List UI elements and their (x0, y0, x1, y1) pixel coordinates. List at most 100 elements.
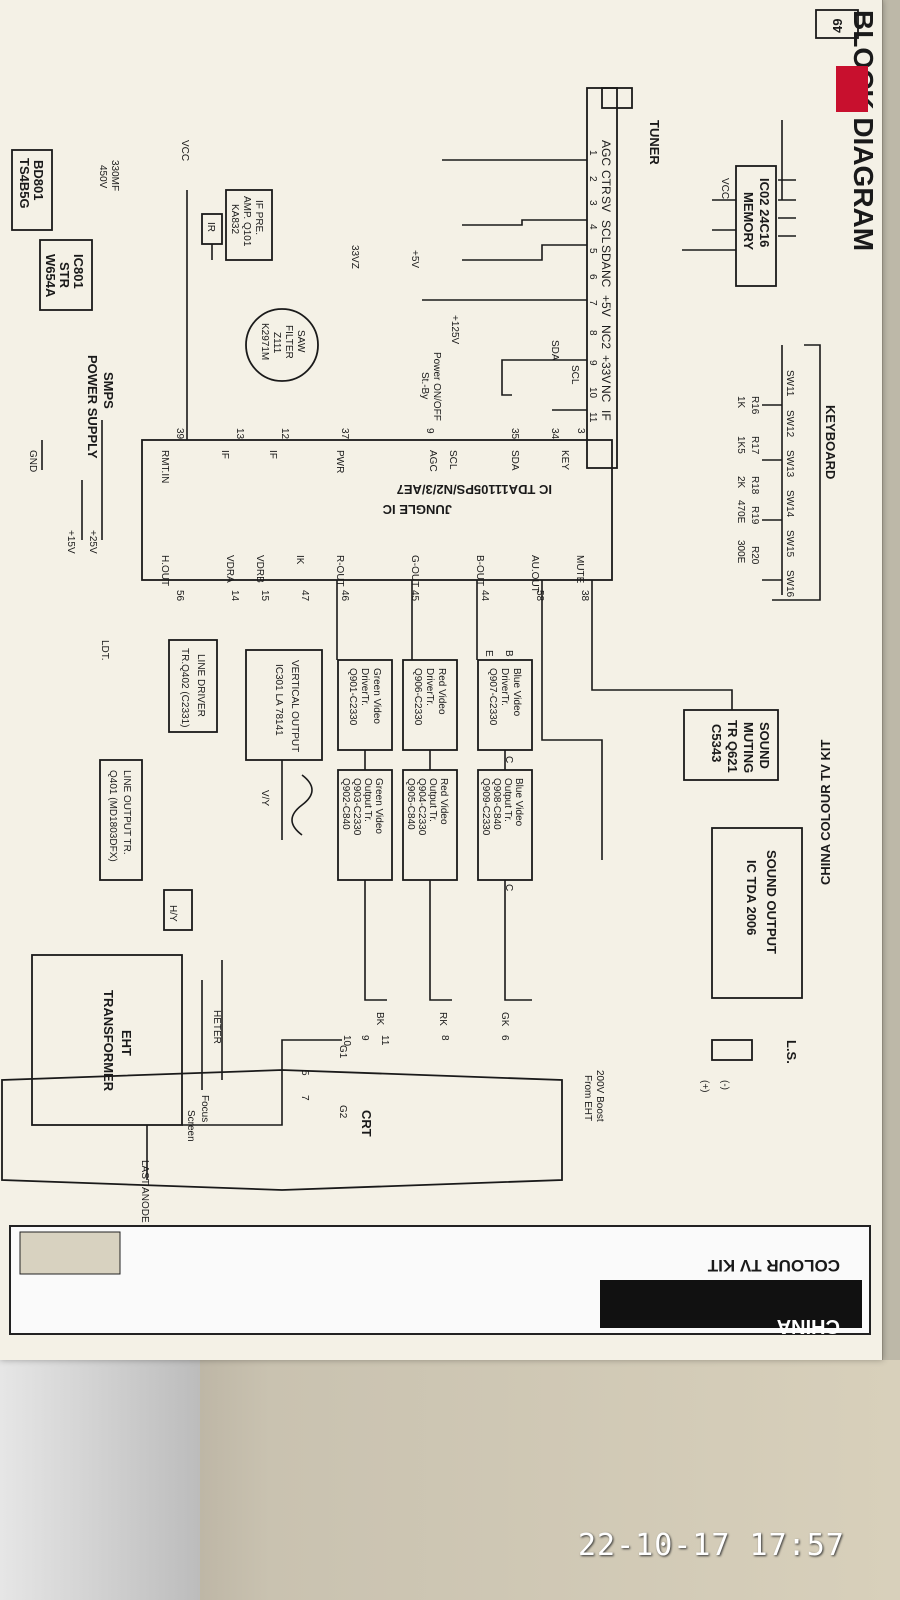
driver-red: Red Video DriverTr. Q906-C2330 (402, 659, 458, 751)
sw14: SW14 (784, 490, 795, 518)
block-diagram-svg: BLOCK DIAGRAM CHINA COLOUR TV KIT 49 CHI… (1, 9, 879, 1337)
svg-text:Q905-C840: Q905-C840 (405, 778, 416, 830)
svg-text:37: 37 (339, 428, 350, 440)
if-pre-line1: IF PRE. (253, 200, 264, 235)
r17: R17 (749, 436, 760, 455)
svg-text:G-OUT: G-OUT (409, 555, 420, 587)
svg-text:SCL: SCL (599, 220, 613, 244)
svg-text:47: 47 (299, 590, 310, 602)
svg-text:6: 6 (499, 1035, 510, 1041)
svg-text:14: 14 (229, 590, 240, 602)
svg-text:12: 12 (279, 428, 290, 440)
photo-timestamp: 22-10-17 17:57 (578, 1528, 845, 1563)
vertical-line1: VERTICAL OUTPUT (289, 660, 300, 752)
svg-text:13: 13 (234, 428, 245, 440)
svg-text:9: 9 (424, 428, 435, 434)
keyboard-label: KEYBOARD (823, 405, 838, 479)
jungle-bottom-pins: H.OUT VDRA VDRB IK R-OUT G-OUT B-OUT AU.… (159, 555, 590, 602)
r18: R18 (749, 476, 760, 495)
last-anode-label: LAST ANODE (139, 1160, 150, 1223)
svg-text:Output Tr.: Output Tr. (362, 778, 373, 822)
saw-line3: Z111 (271, 332, 282, 354)
svg-text:DriverTr.: DriverTr. (499, 668, 510, 706)
jungle-line2: JUNGLE IC (382, 502, 452, 517)
svg-text:Output Tr.: Output Tr. (427, 778, 438, 822)
svg-text:Q908-C840: Q908-C840 (491, 778, 502, 830)
plus5-label: +5V (409, 250, 420, 268)
svg-text:+33V: +33V (599, 355, 613, 383)
ir-vcc: VCC (179, 140, 190, 161)
svg-text:IF: IF (267, 450, 278, 459)
svg-text:G2: G2 (337, 1105, 348, 1119)
saw-filter (245, 308, 319, 382)
svg-text:35: 35 (509, 428, 520, 440)
banner: CHINA COLOUR TV KIT (9, 1225, 871, 1337)
boost-line2: From EHT (582, 1075, 593, 1121)
sound-output-block (711, 827, 803, 999)
crt-label: CRT (359, 1110, 374, 1137)
saw-line1: SAW (295, 330, 306, 353)
r20-value: 300E (735, 540, 746, 564)
speaker-plus: (+) (699, 1080, 710, 1093)
sound-muting-line2: MUTING (741, 722, 756, 773)
svg-text:B-OUT: B-OUT (474, 555, 485, 586)
hy-label: H/Y (167, 905, 178, 922)
svg-text:2: 2 (587, 176, 598, 182)
svg-text:DriverTr.: DriverTr. (424, 668, 435, 706)
heater-label: HETER (211, 1010, 222, 1044)
svg-text:Blue Video: Blue Video (511, 668, 522, 717)
driver-green: Green Video DriverTr. Q901-C2330 (337, 659, 393, 751)
cap-line1: 330MF (109, 160, 120, 191)
svg-text:1: 1 (587, 150, 598, 156)
svg-text:NC2: NC2 (599, 325, 613, 349)
svg-text:6: 6 (587, 274, 598, 280)
boost-line1: 200V Boost (594, 1070, 605, 1122)
svg-text:4: 4 (587, 224, 598, 230)
plus125-label: +125V (449, 315, 460, 345)
svg-text:GK: GK (499, 1012, 510, 1027)
if-pre-line2: AMP. Q101 (241, 196, 252, 247)
driver-blue: Blue Video DriverTr. Q907-C2330 (477, 659, 533, 751)
svg-text:10: 10 (587, 387, 598, 399)
bridge-line1: BD801 (31, 160, 46, 200)
svg-text:VDRA: VDRA (224, 555, 235, 583)
svg-text:46: 46 (339, 590, 350, 602)
transistor-pin-labels: B E C C (483, 650, 514, 891)
svg-text:10: 10 (341, 1035, 352, 1047)
svg-text:SDA: SDA (509, 450, 520, 471)
svg-text:Q903-C2330: Q903-C2330 (351, 778, 362, 836)
scl-label: SCL (569, 365, 580, 385)
crt-pins: GK RK BK G1 G2 6 8 11 9 10 5 7 (299, 1012, 510, 1119)
sound-muting-line3: TR Q621 (725, 720, 740, 773)
svg-text:7: 7 (299, 1095, 310, 1101)
banner-word2: COLOUR TV KIT (707, 1256, 840, 1275)
svg-text:Q904-C2330: Q904-C2330 (416, 778, 427, 836)
sw16: SW16 (784, 570, 795, 598)
zener-label: 33VZ (349, 245, 360, 269)
line-output-block (99, 759, 143, 881)
svg-text:IK: IK (294, 555, 305, 565)
r20: R20 (749, 546, 760, 565)
svg-text:3: 3 (587, 200, 598, 206)
svg-text:NC: NC (599, 270, 613, 288)
svg-text:R-OUT: R-OUT (334, 555, 345, 587)
bridge-line2: TS4B5G (17, 158, 32, 209)
svg-text:DriverTr.: DriverTr. (359, 668, 370, 706)
smps-ic-line1: IC801 (71, 254, 86, 289)
page-number-box (815, 9, 859, 39)
sda-label: SDA (549, 340, 560, 361)
rotated-content: BLOCK DIAGRAM CHINA COLOUR TV KIT 49 CHI… (1, 9, 879, 1337)
power-onoff-line2: St.-By (419, 372, 430, 399)
jungle-top-pins: RMT.IN IF IF PWR AGC SCL SDA KEY 39 13 1… (159, 428, 586, 483)
loudspeaker-icon (711, 1039, 753, 1061)
svg-text:5: 5 (299, 1070, 310, 1076)
line-output-line1: LINE OUTPUT TR. (121, 770, 132, 855)
svg-text:3: 3 (575, 428, 586, 434)
svg-text:8: 8 (439, 1035, 450, 1041)
smps-ic-line2: STR (57, 262, 72, 289)
svg-text:Green Video: Green Video (373, 778, 384, 834)
svg-text:Red Video: Red Video (436, 668, 447, 715)
line-driver-block (168, 639, 218, 733)
smps-label1: SMPS (101, 372, 116, 409)
